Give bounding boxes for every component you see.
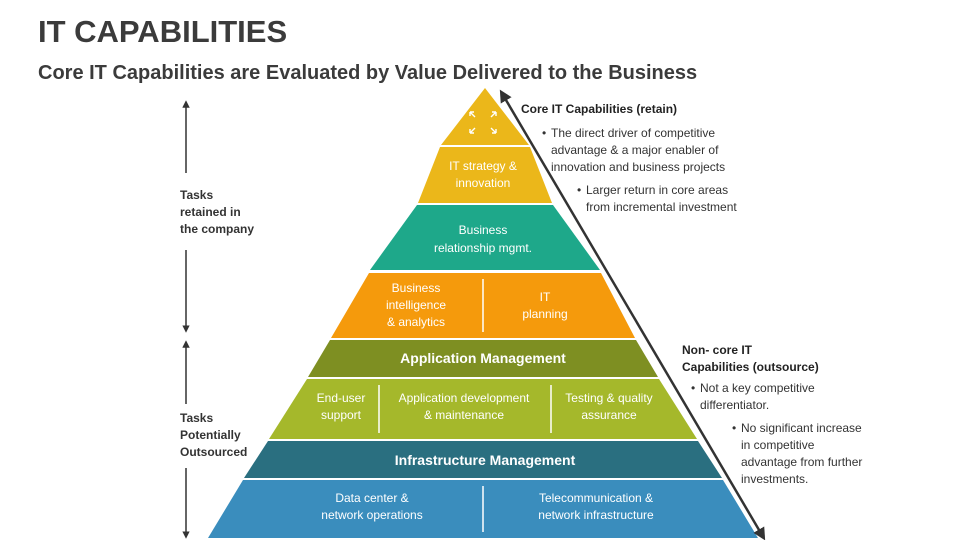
outsourced-label-line-3: Outsourced	[180, 445, 248, 459]
tier-bi-label-1: Business	[392, 281, 441, 295]
noncore-heading-line-2: Capabilities (outsource)	[682, 360, 819, 374]
tier-it-planning-label-2: planning	[522, 307, 567, 321]
core-bullet-1: • The direct driver of competitive advan…	[542, 125, 726, 176]
app-dev-label-2: & maintenance	[424, 408, 504, 422]
noncore-bullet-2-line-3: advantage from further	[741, 455, 863, 469]
app-dev-label-1: Application development	[399, 391, 530, 405]
diagonal-double-arrow	[499, 89, 766, 540]
noncore-bullet-2: • No significant increase in competitive…	[732, 420, 863, 488]
outsourced-label: Tasks Potentially Outsourced	[180, 410, 247, 461]
tier-bi-label-3: & analytics	[387, 315, 445, 329]
pyramid-tier-strategy	[418, 147, 552, 203]
outsourced-label-line-2: Potentially	[180, 428, 241, 442]
retained-label: Tasks retained in the company	[180, 187, 254, 238]
tier-strategy-label-1: IT strategy &	[449, 159, 517, 173]
bullet-dot: •	[577, 183, 582, 197]
infrastructure-management-label: Infrastructure Management	[395, 452, 576, 468]
end-user-support-label-1: End-user	[317, 391, 366, 405]
bullet-dot: •	[542, 126, 547, 140]
outsourced-label-line-1: Tasks	[180, 411, 214, 425]
noncore-bullet-2-line-1: No significant increase	[741, 421, 862, 435]
noncore-heading-line-1: Non- core IT	[682, 343, 753, 357]
noncore-bullet-1-line-1: Not a key competitive	[700, 381, 815, 395]
data-center-label-2: network operations	[321, 508, 422, 522]
testing-label-2: assurance	[581, 408, 637, 422]
tier-it-planning-label-1: IT	[540, 290, 551, 304]
page-subtitle: Core IT Capabilities are Evaluated by Va…	[38, 62, 698, 84]
telecom-label-2: network infrastructure	[538, 508, 654, 522]
core-capabilities-heading: Core IT Capabilities (retain)	[521, 102, 678, 116]
retained-label-line-1: Tasks	[180, 188, 214, 202]
application-management-label: Application Management	[400, 350, 566, 366]
noncore-bullet-2-line-4: investments.	[741, 472, 809, 486]
tier-relationship-label-1: Business	[459, 223, 508, 237]
core-bullet-1-line-1: The direct driver of competitive	[551, 126, 716, 140]
noncore-bullet-1: • Not a key competitive differentiator.	[691, 380, 815, 414]
testing-label-1: Testing & quality	[565, 391, 652, 405]
end-user-support-label-2: support	[321, 408, 362, 422]
retained-label-line-3: the company	[180, 222, 255, 236]
core-bullet-2-line-2: from incremental investment	[586, 200, 737, 214]
core-bullet-1-line-2: advantage & a major enabler of	[551, 143, 719, 157]
tier-bi-label-2: intelligence	[386, 298, 446, 312]
noncore-bullet-2-line-2: in competitive	[741, 438, 815, 452]
bullet-dot: •	[732, 421, 737, 435]
retained-label-line-2: retained in	[180, 205, 241, 219]
noncore-capabilities-heading: Non- core IT Capabilities (outsource)	[682, 342, 819, 376]
core-bullet-2-line-1: Larger return in core areas	[586, 183, 729, 197]
core-bullet-2: • Larger return in core areas from incre…	[577, 182, 737, 216]
pyramid-tier-relationship	[370, 205, 600, 270]
page-title: IT CAPABILITIES	[38, 14, 288, 49]
tier-relationship-label-2: relationship mgmt.	[434, 241, 532, 255]
telecom-label-1: Telecommunication &	[539, 491, 653, 505]
data-center-label-1: Data center &	[335, 491, 408, 505]
tier-strategy-label-2: innovation	[456, 176, 511, 190]
bullet-dot: •	[691, 381, 696, 395]
expand-arrows-icon	[469, 111, 497, 134]
core-bullet-1-line-3: innovation and business projects	[551, 160, 726, 174]
noncore-bullet-1-line-2: differentiator.	[700, 398, 770, 412]
